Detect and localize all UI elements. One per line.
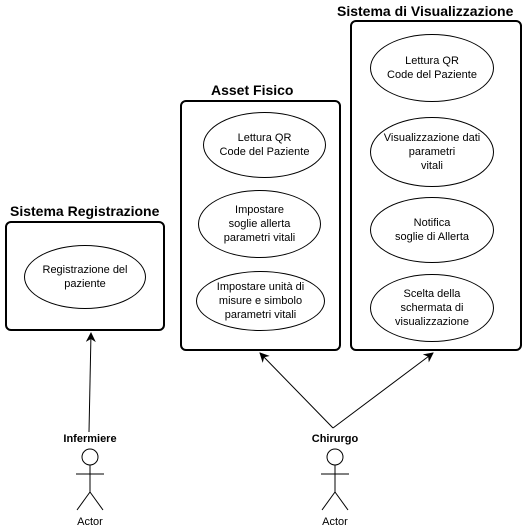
use-case-registrazione-paziente[interactable]: Registrazione del paziente [24, 245, 146, 309]
actor-infermiere-name: Infermiere [63, 433, 117, 445]
use-case-vis-notifica-soglie[interactable]: Notifica soglie di Allerta [370, 197, 494, 263]
use-case-vis-scelta-schermata[interactable]: Scelta della schermata di visualizzazion… [370, 274, 494, 342]
actor-infermiere-icon [76, 448, 104, 511]
actor-chirurgo-name: Chirurgo [311, 433, 359, 445]
system-asset-title: Asset Fisico [211, 82, 294, 98]
use-case-asset-soglie-allerta[interactable]: Impostare soglie allerta parametri vital… [198, 190, 321, 258]
association-arrow-chirurgo-visualizzazione [332, 352, 434, 429]
actor-chirurgo-icon [321, 448, 349, 511]
use-case-asset-unita-misure[interactable]: Impostare unità di misure e simbolo para… [196, 271, 325, 331]
use-case-vis-lettura-qr[interactable]: Lettura QR Code del Paziente [370, 34, 494, 102]
system-visualizzazione-title: Sistema di Visualizzazione [337, 3, 514, 19]
use-case-asset-lettura-qr[interactable]: Lettura QR Code del Paziente [203, 112, 326, 178]
actor-chirurgo-type-label: Actor [322, 516, 348, 528]
association-arrow-chirurgo-asset [259, 352, 334, 429]
system-registrazione-title: Sistema Registrazione [10, 203, 160, 219]
use-case-vis-visualizzazione-dati[interactable]: Visualizzazione dati parametri vitali [370, 117, 494, 187]
actor-infermiere-type-label: Actor [77, 516, 103, 528]
association-arrow-infermiere [85, 332, 96, 433]
